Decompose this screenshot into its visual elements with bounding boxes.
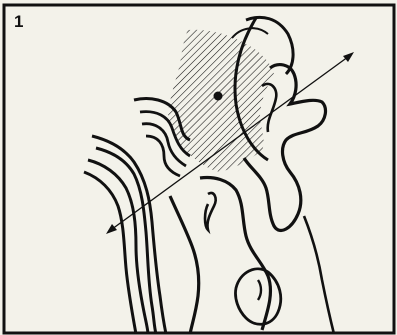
bottom-blob [235,269,280,324]
central-stem [200,178,270,331]
axis-arrowhead-bottom [106,224,117,234]
small-notch [205,193,216,230]
center-dot [214,92,223,101]
central-stem-left [170,196,199,334]
bottom-blob-curl [258,280,261,300]
long-strand-2 [96,148,156,334]
panel-number-label: 1 [14,13,23,30]
axis-arrowhead-top [343,52,354,62]
right-bottom-strand [304,216,334,334]
